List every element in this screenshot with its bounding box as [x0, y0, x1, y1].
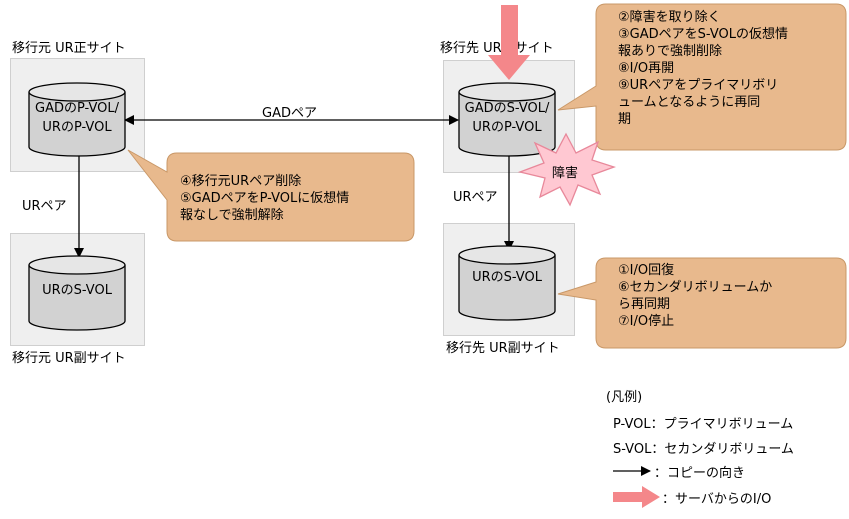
site-label-dst-primary: 移行先 UR正サイト	[440, 41, 554, 56]
volume-src-primary: GADのP-VOL/ URのP-VOL	[35, 101, 119, 135]
callout-middle	[127, 149, 415, 242]
server-io-arrow-icon	[488, 5, 530, 80]
callout-top-right-text: ②障害を取り除く ③GADペアをS-VOLの仮想情 報ありで強制削除 ⑧I/O再…	[618, 10, 788, 127]
cylinder-icon	[458, 245, 556, 321]
volume-dst-secondary: URのS-VOL	[472, 270, 542, 285]
site-label-src-primary: 移行元 UR正サイト	[12, 41, 126, 56]
legend-server-io-arrow-icon	[613, 486, 660, 508]
gad-pair-label: GADペア	[262, 106, 317, 121]
ur-pair-label-right: URペア	[453, 190, 498, 205]
volume-src-secondary: URのS-VOL	[42, 283, 112, 298]
explosion-burst-icon	[517, 132, 617, 207]
legend-svol: S-VOL：セカンダリボリューム	[613, 442, 794, 457]
callout-middle-text: ④移行元URペア削除 ⑤GADペアをP-VOLに仮想情 報なしで強制解除	[180, 174, 350, 223]
cylinder-icon	[28, 255, 126, 331]
ur-pair-label-left: URペア	[22, 199, 67, 214]
legend-pvol: P-VOL：プライマリボリューム	[613, 417, 794, 432]
site-label-dst-secondary: 移行先 UR副サイト	[446, 341, 560, 356]
site-label-src-secondary: 移行元 UR副サイト	[12, 351, 126, 366]
volume-dst-primary: GADのS-VOL/ URのP-VOL	[464, 101, 550, 135]
callout-top-right	[557, 3, 847, 151]
cylinder-icon	[458, 82, 556, 157]
cylinder-icon	[28, 82, 126, 157]
legend-server-io: ：サーバからのI/O	[662, 492, 772, 507]
callout-bottom-right-text: ①I/O回復 ⑥セカンダリボリュームか ら再同期 ⑦I/O停止	[618, 263, 773, 329]
legend-title: (凡例)	[606, 390, 643, 405]
failure-label: 障害	[552, 166, 579, 181]
legend-copy-direction: ：コピーの向き	[654, 466, 746, 481]
callout-bottom-right	[557, 257, 847, 349]
